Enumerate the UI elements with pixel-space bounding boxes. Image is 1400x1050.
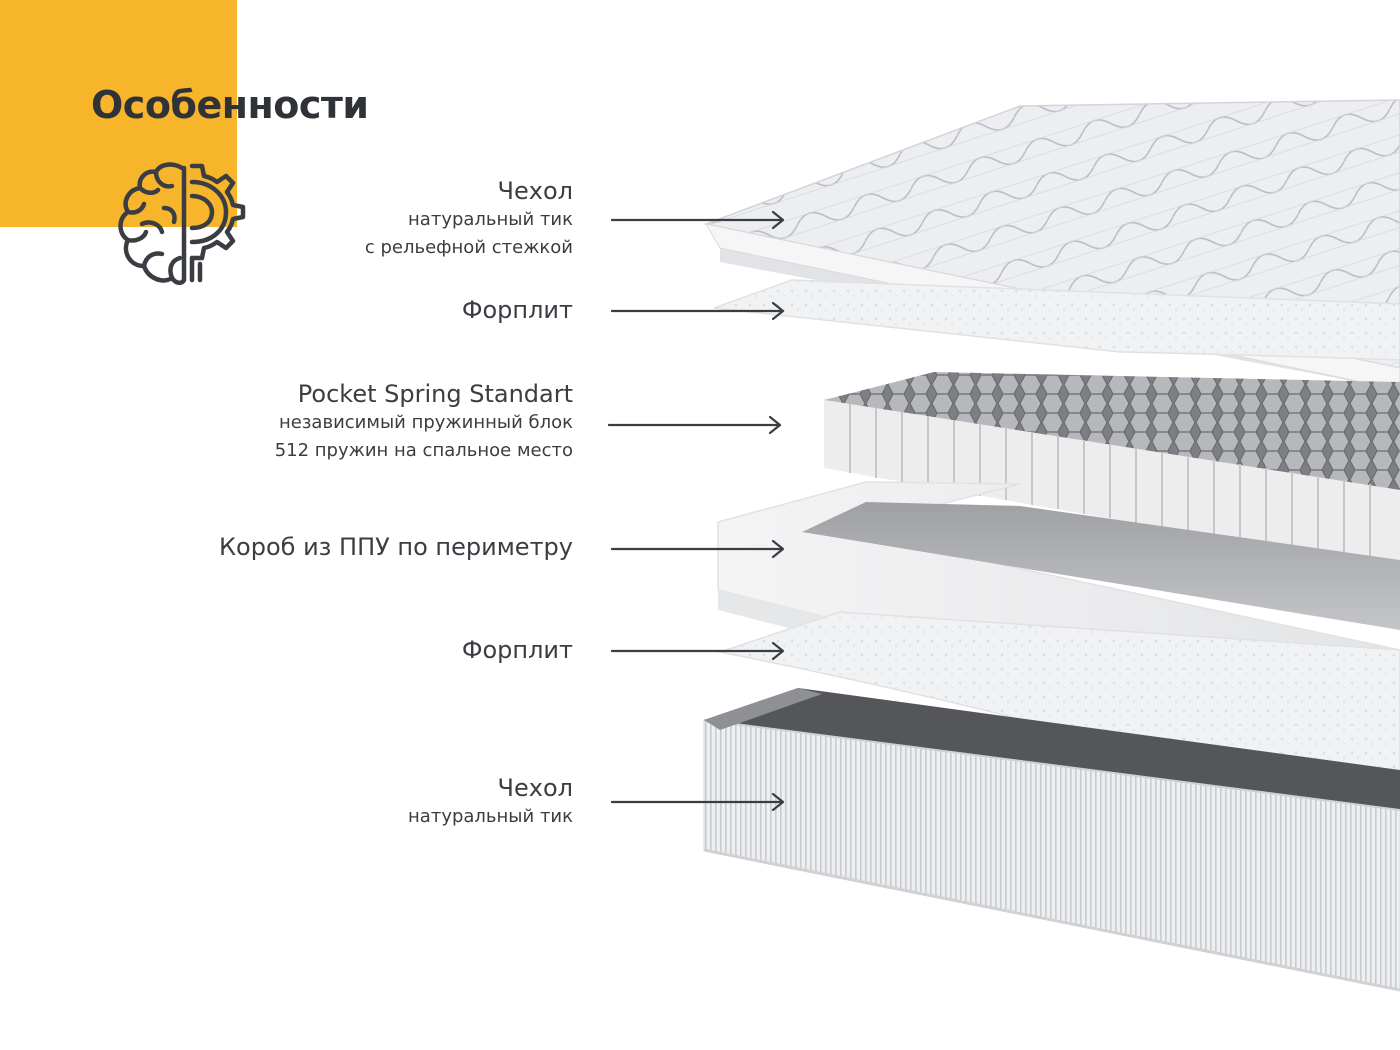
brain-gear-icon: [118, 162, 246, 285]
callout-subtitle: натуральный тик: [408, 209, 573, 230]
callout-subtitle: с рельефной стежкой: [364, 237, 573, 258]
callout-cover-bottom: Чехол натуральный тик: [408, 773, 573, 831]
layer-bottom-cover: [703, 688, 1400, 992]
page-title: Особенности: [91, 83, 369, 127]
arrow-right-icon: [611, 641, 787, 661]
callout-subtitle: 512 пружин на спальное место: [274, 440, 573, 461]
callout-title: Форплит: [461, 636, 573, 664]
callout-cover-top: Чехол натуральный тик с рельефной стежко…: [365, 176, 573, 262]
callout-title: Чехол: [497, 774, 573, 802]
callout-spring-block: Pocket Spring Standart независимый пружи…: [275, 379, 573, 465]
layer-spring-block: [824, 372, 1400, 570]
callout-title: Чехол: [497, 177, 573, 205]
callout-forplit-1: Форплит: [462, 295, 573, 325]
mattress-layers-illustration: [703, 99, 1400, 992]
callout-subtitle: независимый пружинный блок: [279, 412, 573, 433]
callout-foam-box: Короб из ППУ по периметру: [219, 532, 573, 562]
arrow-right-icon: [611, 301, 787, 321]
callout-forplit-2: Форплит: [462, 635, 573, 665]
callout-title: Короб из ППУ по периметру: [219, 533, 573, 561]
callout-title: Форплит: [461, 296, 573, 324]
arrow-right-icon: [611, 210, 787, 230]
arrow-right-icon: [611, 539, 787, 559]
arrow-right-icon: [608, 415, 784, 435]
arrow-right-icon: [611, 792, 787, 812]
callout-subtitle: натуральный тик: [408, 806, 573, 827]
callout-title: Pocket Spring Standart: [297, 380, 573, 408]
accent-block: [0, 0, 237, 227]
